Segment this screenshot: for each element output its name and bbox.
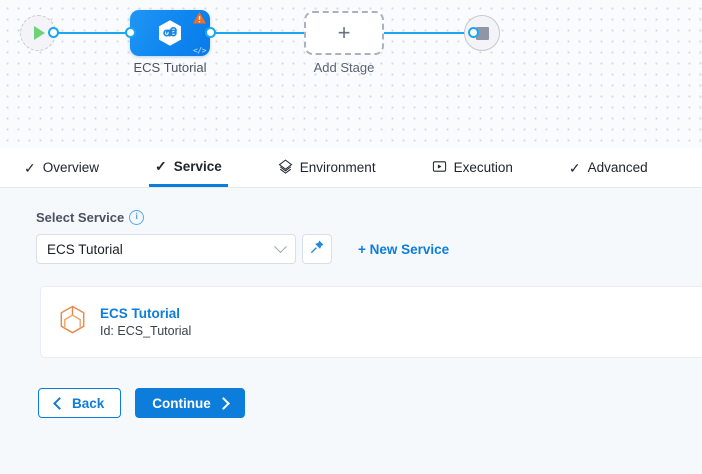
tab-environment-label: Environment xyxy=(299,160,376,175)
check-icon: ✓ xyxy=(24,159,36,176)
service-card-title[interactable]: ECS Tutorial xyxy=(100,306,181,321)
tab-service-label: Service xyxy=(173,158,222,174)
service-card-id: Id: ECS_Tutorial xyxy=(100,324,192,338)
add-stage-label: Add Stage xyxy=(313,60,375,75)
end-node-port[interactable] xyxy=(468,27,479,38)
tab-advanced-label: Advanced xyxy=(587,160,648,175)
tab-execution[interactable]: Execution xyxy=(426,148,519,187)
service-card-text: ECS Tutorial Id: ECS_Tutorial xyxy=(100,306,191,338)
service-select-row: ECS Tutorial + New Service xyxy=(36,234,702,264)
tab-environment[interactable]: Environment xyxy=(272,148,382,187)
stage-node-output-port[interactable] xyxy=(205,27,216,38)
play-icon xyxy=(34,26,45,40)
tab-overview[interactable]: ✓ Overview xyxy=(18,148,105,187)
continue-button[interactable]: Continue xyxy=(135,388,245,418)
plus-icon: + xyxy=(337,20,351,45)
pin-icon xyxy=(310,239,325,259)
edge-stage-to-add xyxy=(206,32,308,34)
tab-overview-label: Overview xyxy=(42,160,99,175)
info-icon[interactable]: i xyxy=(129,210,145,225)
continue-button-label: Continue xyxy=(152,395,211,411)
edge-add-to-end xyxy=(382,32,472,34)
layers-diamond-icon xyxy=(278,158,293,177)
select-service-label: Select Service xyxy=(36,210,125,225)
start-node-port[interactable] xyxy=(48,27,59,38)
chevron-down-icon xyxy=(274,239,287,253)
warning-triangle-icon xyxy=(192,11,207,30)
new-service-link[interactable]: + New Service xyxy=(358,241,450,257)
edge-start-to-stage xyxy=(52,32,136,34)
code-brackets-icon: </> xyxy=(193,46,206,55)
tab-advanced[interactable]: ✓ Advanced xyxy=(563,148,654,187)
pipeline-stage-node[interactable]: </> xyxy=(130,10,210,56)
service-select-value: ECS Tutorial xyxy=(47,241,123,257)
service-card[interactable]: ECS Tutorial Id: ECS_Tutorial xyxy=(40,286,702,358)
service-select-input[interactable]: ECS Tutorial xyxy=(36,234,296,264)
chevron-left-icon xyxy=(53,396,66,410)
chevron-right-icon xyxy=(216,396,230,410)
service-hex-icon xyxy=(157,19,183,47)
stage-node-label: ECS Tutorial xyxy=(133,60,207,75)
select-service-label-group: Select Service i xyxy=(36,210,702,225)
cube-hex-icon xyxy=(59,305,86,340)
stop-icon xyxy=(475,26,489,40)
back-button-label: Back xyxy=(72,395,105,411)
check-icon: ✓ xyxy=(568,159,581,176)
tab-execution-label: Execution xyxy=(453,160,513,175)
stage-node-input-port[interactable] xyxy=(125,27,136,38)
check-icon: ✓ xyxy=(155,158,167,174)
service-panel: Select Service i ECS Tutorial + New Serv… xyxy=(0,188,702,474)
footer-actions: Back Continue xyxy=(38,388,245,418)
add-stage-button[interactable]: + xyxy=(304,11,384,55)
pin-service-button[interactable] xyxy=(302,234,332,264)
stage-tab-bar: ✓ Overview ✓ Service Environment Executi… xyxy=(0,148,702,188)
tab-service[interactable]: ✓ Service xyxy=(149,148,228,187)
play-box-icon xyxy=(432,159,447,177)
pipeline-canvas[interactable]: </> ECS Tutorial + Add Stage xyxy=(0,0,702,148)
back-button[interactable]: Back xyxy=(38,388,122,418)
